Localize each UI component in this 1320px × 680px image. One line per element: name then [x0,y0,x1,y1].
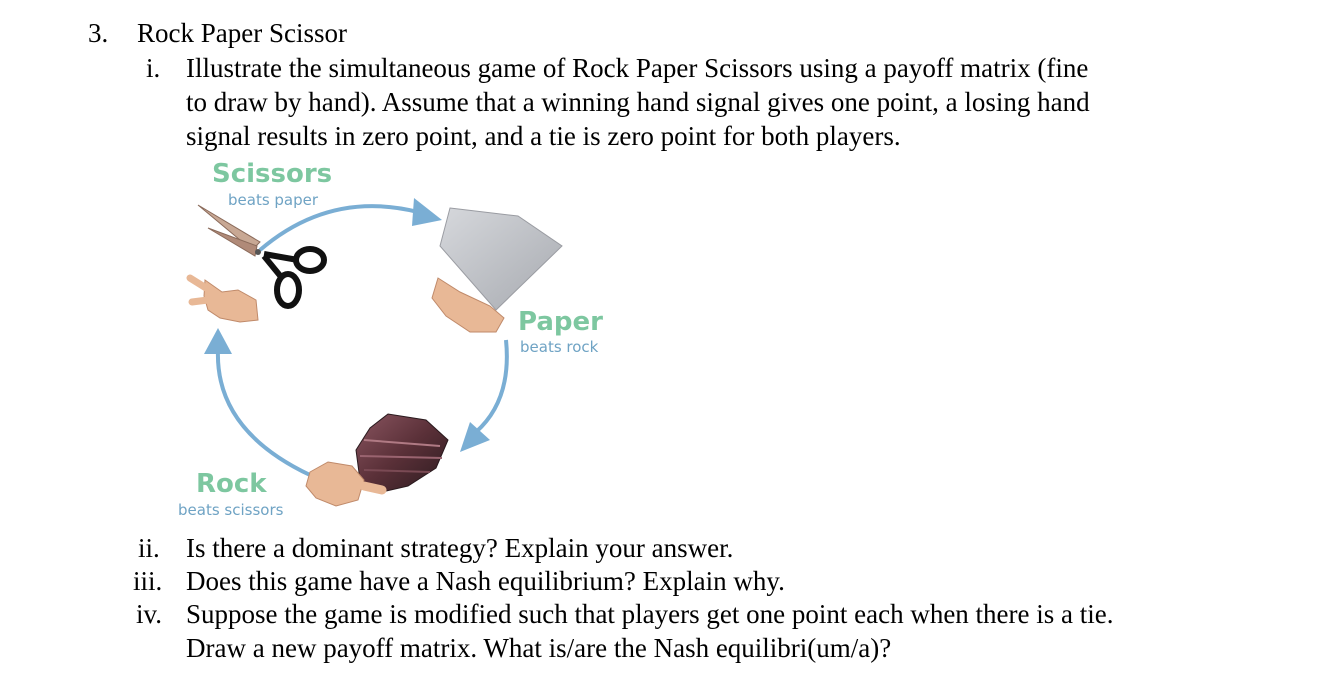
arrowhead-scissors [204,328,232,354]
paper-icon [439,207,563,311]
part-iv-line-1: Suppose the game is modified such that p… [186,599,1114,629]
part-i-line-3: signal results in zero point, and a tie … [186,121,901,151]
scissors-hand-icon [186,274,259,323]
arrowhead-rock [460,422,490,452]
paper-sublabel: beats rock [520,338,599,356]
paper-hand-icon [431,277,505,333]
cycle-arrows [204,198,509,477]
part-i-line-2: to draw by hand). Assume that a winning … [186,87,1090,117]
rock-label: Rock [196,469,267,499]
question-number: 3. [88,18,109,48]
rock-icon [355,413,449,493]
question-title: Rock Paper Scissor [137,18,347,48]
part-iii-label: iii. [133,566,163,596]
part-iii-text: Does this game have a Nash equilibrium? … [186,566,785,596]
scissors-sublabel: beats paper [228,191,319,209]
rock-sublabel: beats scissors [178,501,284,519]
part-ii-label: ii. [138,533,160,563]
scissors-label: Scissors [212,159,332,189]
rock-fist-icon [305,461,387,507]
paper-label: Paper [518,307,603,337]
rock-paper-scissors-diagram: Scissors beats paper Paper beats rock Ro… [178,159,603,519]
part-iv-label: iv. [136,599,162,629]
part-iv-line-2: Draw a new payoff matrix. What is/are th… [186,633,892,663]
part-i-line-1: Illustrate the simultaneous game of Rock… [186,53,1089,83]
part-i-label: i. [146,53,161,83]
scissors-icon [197,204,327,309]
arrow-scissors-to-paper [258,204,419,252]
arrow-rock-to-scissors [215,349,311,477]
part-ii-text: Is there a dominant strategy? Explain yo… [186,533,734,563]
arrowhead-paper [412,198,442,226]
arrow-paper-to-rock [474,339,509,434]
